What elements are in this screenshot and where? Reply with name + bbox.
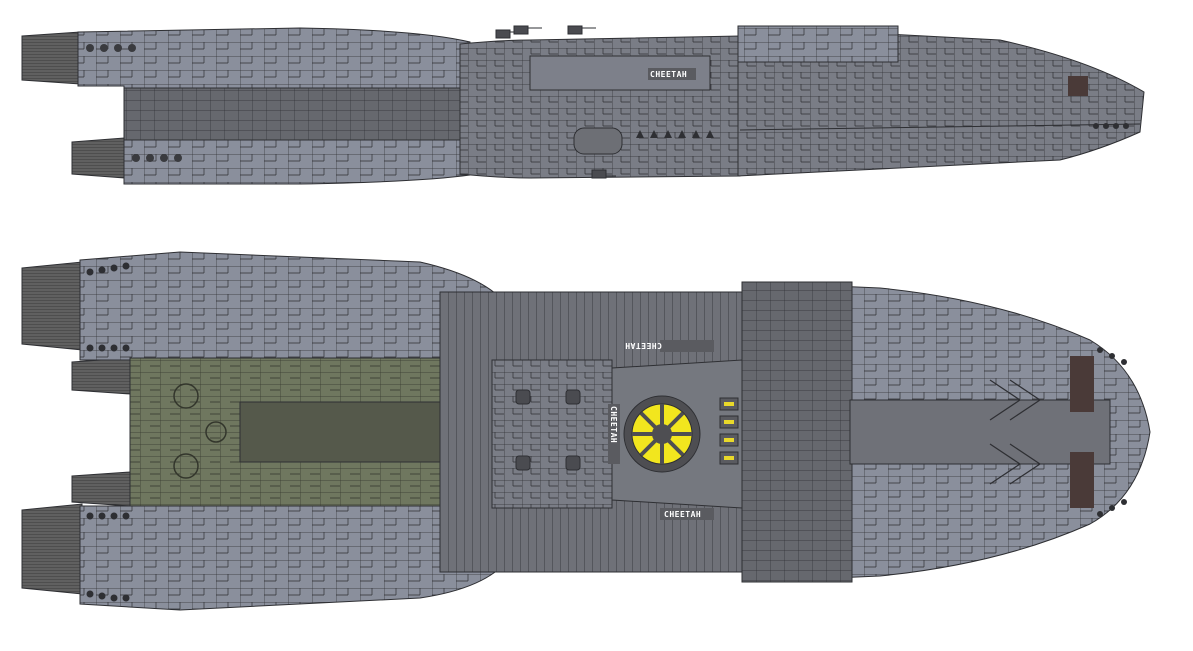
side-hull-marking: CHEETAH	[650, 70, 687, 79]
engine-nozzle-icon	[71, 357, 131, 395]
side-flight-pod	[123, 87, 471, 141]
hangar-lights	[724, 402, 734, 460]
turret-icon	[565, 389, 581, 405]
top-marking-plate-lower	[660, 508, 714, 520]
turret-icon	[515, 455, 531, 471]
top-forward-block	[741, 281, 853, 583]
top-hull-marking-vertical: CHEETAH	[609, 406, 618, 443]
side-view-ship: CHEETAH	[21, 25, 1145, 185]
top-rust-panel-lower	[1070, 452, 1094, 508]
top-rust-panel-upper	[1070, 356, 1094, 412]
top-hangar-block	[491, 359, 613, 509]
top-hull-marking-lower: CHEETAH	[664, 510, 701, 519]
side-keel-line	[739, 123, 1141, 131]
nacelle-portholes	[86, 262, 130, 602]
engine-nozzle-icon	[71, 137, 125, 179]
top-forward-portholes	[1097, 347, 1127, 517]
turret-icon	[565, 455, 581, 471]
side-forward-superstructure	[737, 25, 899, 63]
side-hatch	[573, 127, 623, 155]
turret-icon	[567, 25, 596, 35]
side-forward-hull	[737, 25, 1145, 177]
top-hull-marking-upper: CHEETAH	[625, 341, 662, 350]
side-marking-plate	[648, 68, 696, 80]
top-marking-plate-upper	[660, 340, 714, 352]
side-rust-panel	[1068, 76, 1088, 96]
turret-icon	[515, 389, 531, 405]
aft-portholes	[86, 44, 182, 162]
side-triangle-row	[636, 130, 714, 138]
turret-icon	[591, 169, 616, 179]
engine-nozzle-icon	[21, 31, 81, 85]
landing-target-icon	[623, 395, 701, 473]
top-marking-plate-vertical	[608, 404, 620, 464]
engine-nozzle-icon	[21, 261, 83, 351]
top-launch-rails	[239, 401, 441, 463]
top-view-ship: CHEETAH CHEETAH CHEETAH	[21, 251, 1151, 611]
green-bay-wheels	[173, 383, 227, 479]
top-chevron-panels	[989, 379, 1042, 485]
engine-nozzle-icon	[21, 503, 83, 595]
engine-nozzle-icon	[71, 471, 131, 507]
turret-icon	[513, 25, 542, 35]
top-forward-spine	[849, 399, 1111, 465]
